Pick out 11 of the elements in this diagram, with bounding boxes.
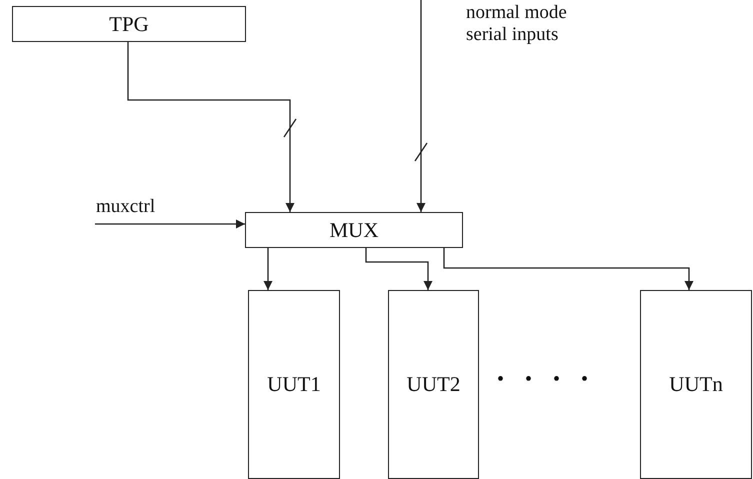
multiplexer-box <box>245 212 463 248</box>
generator-box <box>12 6 246 42</box>
node-label: UUTn <box>669 372 723 397</box>
unit-box <box>248 290 340 479</box>
unit-box <box>640 290 752 479</box>
node-label: MUX <box>329 218 378 242</box>
unit-box <box>388 290 479 479</box>
node-label: UUT1 <box>267 372 321 397</box>
node-label: UUT2 <box>406 372 460 397</box>
node-label: TPG <box>109 12 149 36</box>
ellipsis-dots: • • • • <box>497 368 596 391</box>
